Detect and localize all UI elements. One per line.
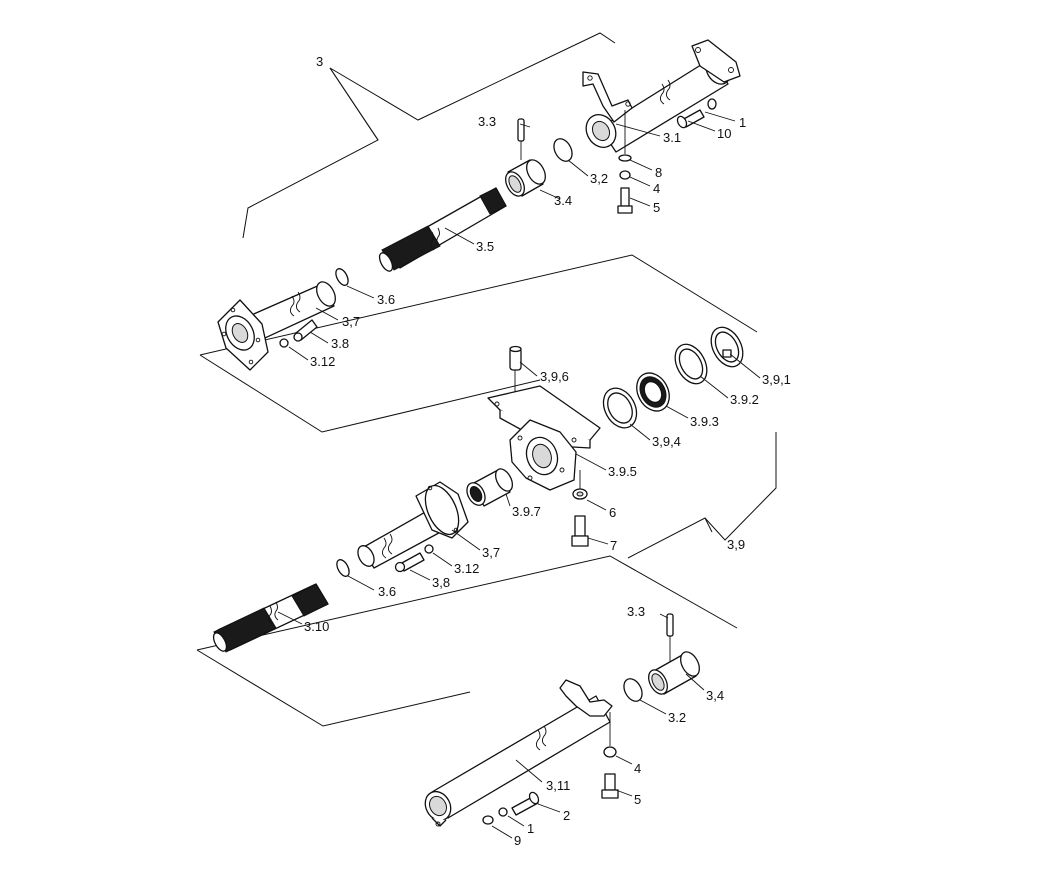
label-3-2-bottom: 3.2 [668,710,686,725]
label-3-10: 3.10 [304,619,329,634]
washer-3-12-mid [424,544,434,554]
housing-3-9-5 [487,385,601,491]
bearing-3-4-top [505,159,546,197]
washer-3-12-top [279,338,289,348]
bolt-3-8-top [293,319,318,342]
label-3-6-top: 3.6 [377,292,395,307]
label-3-7-mid: 3,7 [482,545,500,560]
label-8: 8 [655,165,662,180]
splined-shaft-3-5 [378,187,507,272]
o-ring-3-2-top [553,138,573,162]
fasteners-bottom [601,712,619,799]
pin-3-9-6 [509,345,522,405]
label-5-top: 5 [653,200,660,215]
bolt-10 [676,109,705,129]
label-3-12-top: 3.12 [310,354,335,369]
bearing-3-9-3 [636,372,670,412]
bushing-3-9-7 [466,468,514,507]
washer-1-top [707,98,717,110]
label-3: 3 [316,54,323,69]
label-6: 6 [609,505,616,520]
label-3-7-top: 3,7 [342,314,360,329]
label-9: 9 [514,833,521,848]
label-3-8-mid: 3,8 [432,575,450,590]
label-3-9-5: 3.9.5 [608,464,637,479]
fasteners-top [617,110,633,214]
assembly-3-bracket [242,32,616,239]
label-3-9-6: 3,9,6 [540,369,569,384]
label-3-3-bottom: 3.3 [627,604,645,619]
leader-lines [277,111,761,839]
label-3-1: 3.1 [663,130,681,145]
flanged-tube-3-7-mid [357,481,469,569]
flanged-tube-3-7-top [217,281,336,371]
label-3-9-2: 3.9.2 [730,392,759,407]
label-3-9-1: 3,9,1 [762,372,791,387]
label-3-2-top: 3,2 [590,171,608,186]
label-3-9-7: 3.9.7 [512,504,541,519]
bolt-2 [511,791,540,816]
label-1-bottom: 1 [527,821,534,836]
o-ring-3-2-bottom [623,678,643,702]
circlip-3-9-1 [710,326,744,368]
ring-3-9-2 [674,343,708,385]
label-3-9: 3,9 [727,537,745,552]
label-4-top: 4 [653,181,660,196]
splined-shaft-3-10 [212,583,329,653]
pin-3-3-bottom [666,613,674,662]
label-3-6-mid: 3.6 [378,584,396,599]
label-3-12-mid: 3.12 [454,561,479,576]
label-3-4-bottom: 3,4 [706,688,724,703]
part-labels: 3 3.3 1 10 3.1 8 3,2 4 5 3.4 3.5 3.6 3,7… [304,54,791,848]
snap-ring-3-6-top [335,268,349,286]
label-3-5: 3.5 [476,239,494,254]
label-4-bottom: 4 [634,761,641,776]
label-10: 10 [717,126,731,141]
label-3-4-top: 3.4 [554,193,572,208]
assembly-3-9-bracket [627,432,777,559]
label-3-9-3: 3.9.3 [690,414,719,429]
tube-housing-3-11 [424,679,613,827]
bolt-3-8-mid [394,552,425,573]
bearing-3-4-bottom [648,651,700,695]
fasteners-mid [571,470,589,547]
label-3-9-4: 3,9,4 [652,434,681,449]
seal-3-9-4 [602,387,638,429]
label-5-bottom: 5 [634,792,641,807]
washer-1-bottom [498,807,508,817]
snap-ring-3-6-mid [336,559,350,577]
section-3-10-outline [196,555,738,727]
label-2: 2 [563,808,570,823]
label-7: 7 [610,538,617,553]
washer-9 [482,815,494,825]
label-1-top: 1 [739,115,746,130]
label-3-3-top: 3.3 [478,114,496,129]
section-3-outline [199,254,758,433]
label-3-8-top: 3.8 [331,336,349,351]
label-3-11: 3,11 [546,778,570,793]
